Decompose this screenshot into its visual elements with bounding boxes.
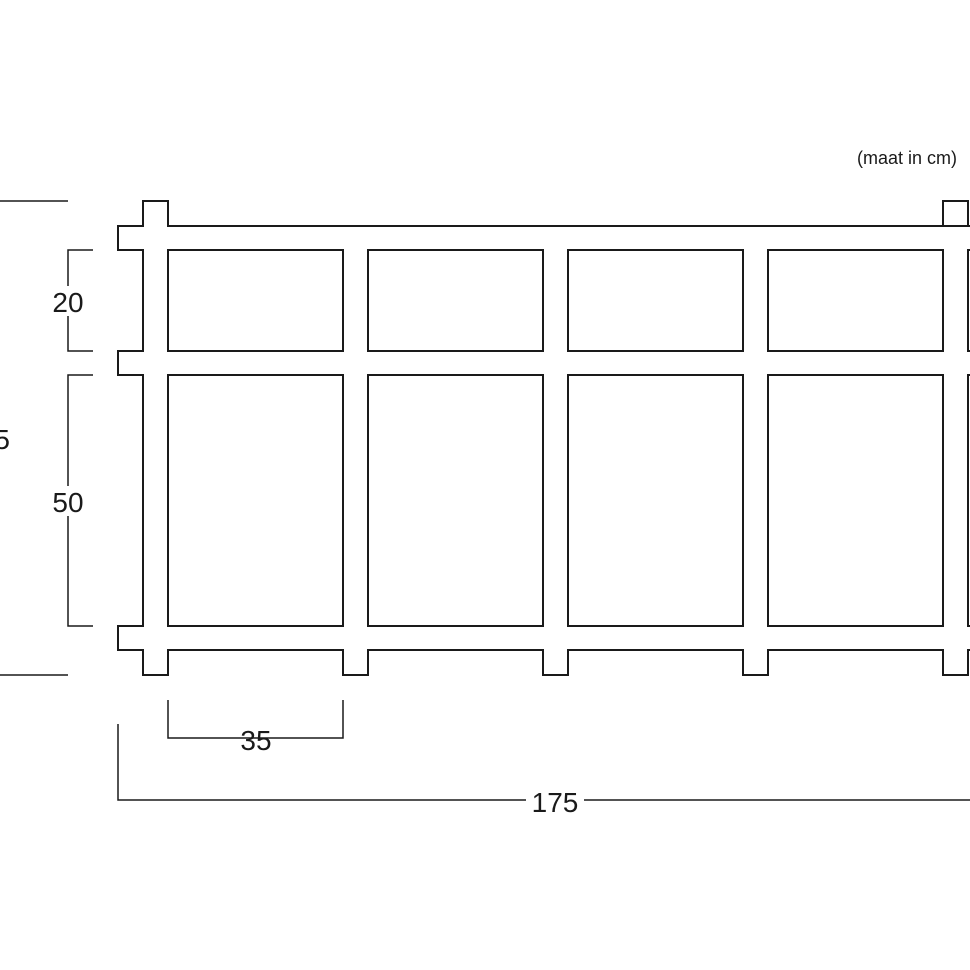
panels xyxy=(167,249,970,627)
bottom-panel xyxy=(767,374,944,627)
total-width-label: 175 xyxy=(532,787,579,818)
panel-width-bracket xyxy=(167,700,344,739)
top-row-height-label: 20 xyxy=(52,287,83,318)
fence-frame xyxy=(117,200,970,676)
right-post-top xyxy=(942,200,969,226)
total-height-label: 75 xyxy=(0,424,10,455)
fence-outline xyxy=(117,200,970,676)
total-width-bracket xyxy=(117,724,970,801)
total-width-label-bg xyxy=(526,786,584,814)
bottom-panel xyxy=(567,374,744,627)
top-panel xyxy=(367,249,544,352)
top-panel xyxy=(167,249,344,352)
bottom-panel xyxy=(167,374,344,627)
dimension-lines xyxy=(0,200,970,801)
unit-note: (maat in cm) xyxy=(857,148,957,168)
top-panel xyxy=(767,249,944,352)
bottom-row-height-label: 50 xyxy=(52,487,83,518)
panel-width-label: 35 xyxy=(240,725,271,756)
bottom-row-height-label-bg xyxy=(50,486,86,516)
top-panel-partial xyxy=(967,249,970,352)
top-row-height-label-bg xyxy=(50,286,86,316)
bottom-panel-partial xyxy=(967,374,970,627)
top-panel xyxy=(567,249,744,352)
bottom-panel xyxy=(367,374,544,627)
